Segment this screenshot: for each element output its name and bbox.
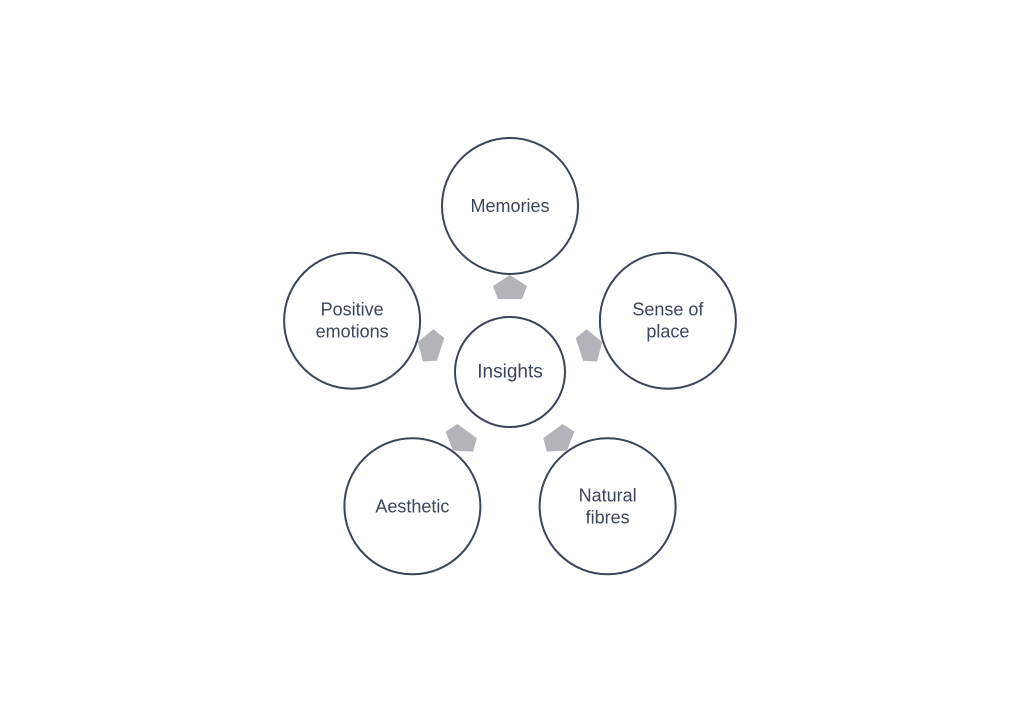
node-label-aesthetic: Aesthetic [375,496,449,516]
arrow-to-aesthetic [445,424,477,452]
node-label-sense-of-place: place [646,322,689,342]
arrow-to-memories [493,275,527,299]
node-label-sense-of-place: Sense of [632,300,704,320]
arrow-to-natural-fibres [543,424,575,452]
arrow-to-sense-of-place [575,329,603,362]
arrows-layer [417,275,603,452]
node-label-natural-fibres: Natural [579,485,637,505]
center-node: Insights [454,316,566,428]
node-circle-sense-of-place [598,251,737,390]
node-memories: Memories [441,137,579,275]
node-circle-aesthetic [343,437,482,576]
center-circle [454,316,566,428]
node-label-natural-fibres: fibres [586,507,630,527]
node-circle-natural-fibres [538,437,677,576]
node-label-positive-emotions: Positive [321,300,384,320]
center-label: Insights [477,362,542,383]
node-aesthetic: Aesthetic [343,437,482,576]
node-circle-positive-emotions [283,251,422,390]
node-circle-memories [441,137,579,275]
node-label-memories: Memories [470,196,549,216]
arrow-to-positive-emotions [417,329,445,362]
node-label-positive-emotions: emotions [316,322,389,342]
